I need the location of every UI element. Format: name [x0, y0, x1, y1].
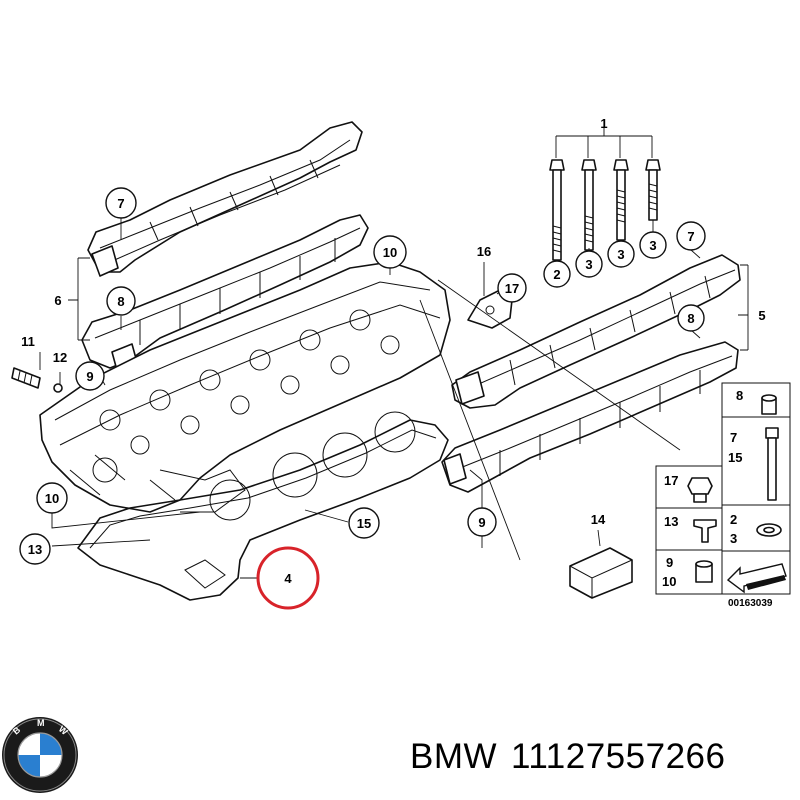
- highlight-ring: [256, 546, 320, 610]
- svg-text:12: 12: [53, 350, 67, 365]
- camshaft-carrier-upper-left: [87, 121, 363, 277]
- product-caption: BMW 11127557266: [410, 737, 739, 777]
- callout-5: 5: [758, 308, 765, 323]
- camshaft-carrier-lower-right: [441, 341, 739, 493]
- svg-text:11: 11: [21, 334, 35, 349]
- svg-text:3: 3: [730, 531, 737, 546]
- svg-text:7: 7: [117, 196, 124, 211]
- svg-text:B: B: [11, 724, 23, 736]
- svg-text:17: 17: [664, 473, 678, 488]
- svg-text:15: 15: [357, 516, 371, 531]
- svg-text:2: 2: [553, 267, 560, 282]
- callout-13: 13: [19, 533, 51, 565]
- callout-7-left: 7: [105, 187, 137, 219]
- cylinder-head: [39, 261, 451, 513]
- callout-9-right: 9: [467, 507, 497, 537]
- callout-10-top: 10: [373, 235, 407, 269]
- small-parts-kit-box: [569, 547, 633, 599]
- svg-text:3: 3: [585, 257, 592, 272]
- callout-10-left: 10: [36, 482, 68, 514]
- svg-text:17: 17: [505, 281, 519, 296]
- svg-text:3: 3: [649, 238, 656, 253]
- callout-3-a: 3: [575, 250, 603, 278]
- callout-4-highlighted: 4: [256, 546, 320, 610]
- svg-text:6: 6: [54, 293, 61, 308]
- svg-text:10: 10: [383, 245, 397, 260]
- stud-and-nut: [11, 367, 63, 393]
- svg-text:7: 7: [730, 430, 737, 445]
- callout-7-right: 7: [676, 221, 706, 251]
- svg-text:8: 8: [687, 311, 694, 326]
- svg-text:15: 15: [728, 450, 742, 465]
- callout-3-c: 3: [639, 231, 667, 259]
- brand-name: BMW: [410, 737, 498, 776]
- callout-2: 2: [543, 260, 571, 288]
- svg-text:5: 5: [758, 308, 765, 323]
- svg-text:10: 10: [662, 574, 676, 589]
- camshaft-carrier-upper-right: [451, 254, 741, 409]
- svg-text:7: 7: [687, 229, 694, 244]
- callout-6: 6: [54, 293, 61, 308]
- cylinder-head-gasket: [77, 411, 449, 601]
- legend-cell-13: [655, 507, 723, 551]
- svg-text:10: 10: [45, 491, 59, 506]
- part-number: 11127557266: [511, 737, 726, 776]
- svg-text:M: M: [37, 718, 45, 728]
- svg-text:8: 8: [736, 388, 743, 403]
- callout-14: 14: [591, 512, 606, 527]
- svg-text:2: 2: [730, 512, 737, 527]
- svg-text:9: 9: [478, 515, 485, 530]
- svg-text:9: 9: [666, 555, 673, 570]
- svg-text:13: 13: [28, 542, 42, 557]
- callout-17: 17: [497, 273, 527, 303]
- callout-group: 1 2 3 3 3 4 5 6 7: [19, 116, 766, 610]
- callout-3-b: 3: [607, 240, 635, 268]
- parts-legend-table: 8 7 15 17 13 2 3 9 10 00163039: [655, 382, 791, 609]
- callout-9-left: 9: [75, 361, 105, 391]
- callout-15: 15: [348, 507, 380, 539]
- bmw-roundel-icon: B M W: [2, 717, 78, 793]
- callout-1: 1: [600, 116, 607, 131]
- svg-text:8: 8: [117, 294, 124, 309]
- svg-text:3: 3: [617, 247, 624, 262]
- svg-text:9: 9: [86, 369, 93, 384]
- callout-8-left: 8: [106, 286, 136, 316]
- svg-text:1: 1: [600, 116, 607, 131]
- callout-11: 11: [21, 334, 35, 349]
- callout-8-right: 8: [677, 304, 705, 332]
- callout-16: 16: [477, 244, 491, 259]
- direction-arrow-icon: [726, 563, 787, 594]
- legend-cell-8: [721, 382, 791, 418]
- callout-12: 12: [53, 350, 67, 365]
- svg-text:16: 16: [477, 244, 491, 259]
- svg-text:13: 13: [664, 514, 678, 529]
- svg-text:14: 14: [591, 512, 606, 527]
- drawing-number: 00163039: [728, 598, 773, 609]
- svg-text:4: 4: [284, 571, 292, 586]
